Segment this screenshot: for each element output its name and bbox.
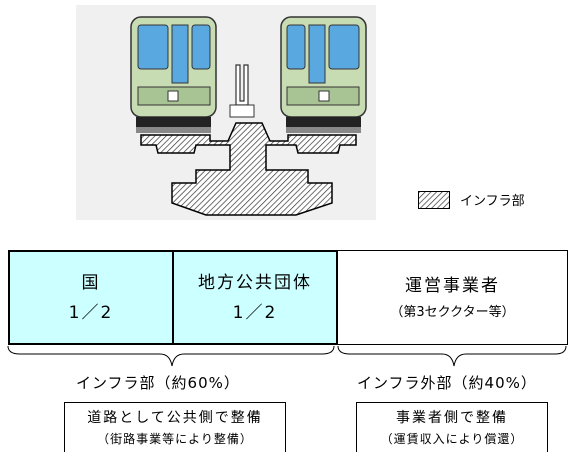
cell-local-government: 地方公共団体 1／2 — [173, 250, 338, 345]
legend: インフラ部 — [418, 190, 525, 209]
infra-section-label: インフラ部（約60%） — [76, 374, 240, 392]
legend-label: インフラ部 — [460, 194, 525, 209]
operator-name: 運営事業者 — [405, 275, 500, 296]
section-braces — [7, 345, 567, 367]
outside-brace — [337, 345, 567, 367]
infra-brace — [7, 345, 335, 367]
public-maintenance-note: （街路事業等により整備） — [97, 432, 253, 446]
gov-share: 1／2 — [68, 302, 114, 323]
local-share: 1／2 — [232, 302, 278, 323]
infrastructure-structure — [140, 122, 357, 216]
hatched-swatch-icon — [418, 190, 450, 209]
operator-maintenance-note: （運賃収入により償還） — [380, 432, 524, 446]
right-train — [280, 16, 367, 133]
cell-national-government: 国 1／2 — [8, 250, 173, 345]
local-name: 地方公共団体 — [198, 272, 312, 293]
gov-name: 国 — [81, 272, 101, 293]
public-maintenance-title: 道路として公共側で整備 — [87, 410, 263, 426]
monorail-cross-section-figure — [76, 5, 376, 220]
cost-share-table: 国 1／2 地方公共団体 1／2 運営事業者 （第3セククター等） — [8, 250, 568, 345]
left-train — [130, 16, 217, 133]
public-maintenance-box: 道路として公共側で整備 （街路事業等により整備） — [64, 402, 286, 452]
operator-maintenance-title: 事業者側で整備 — [396, 410, 508, 426]
cell-operator: 運営事業者 （第3セククター等） — [338, 250, 568, 345]
operator-maintenance-box: 事業者側で整備 （運賃収入により償還） — [356, 402, 548, 452]
outside-section-label: インフラ外部（約40%） — [357, 374, 537, 392]
operator-note: （第3セククター等） — [390, 304, 515, 320]
